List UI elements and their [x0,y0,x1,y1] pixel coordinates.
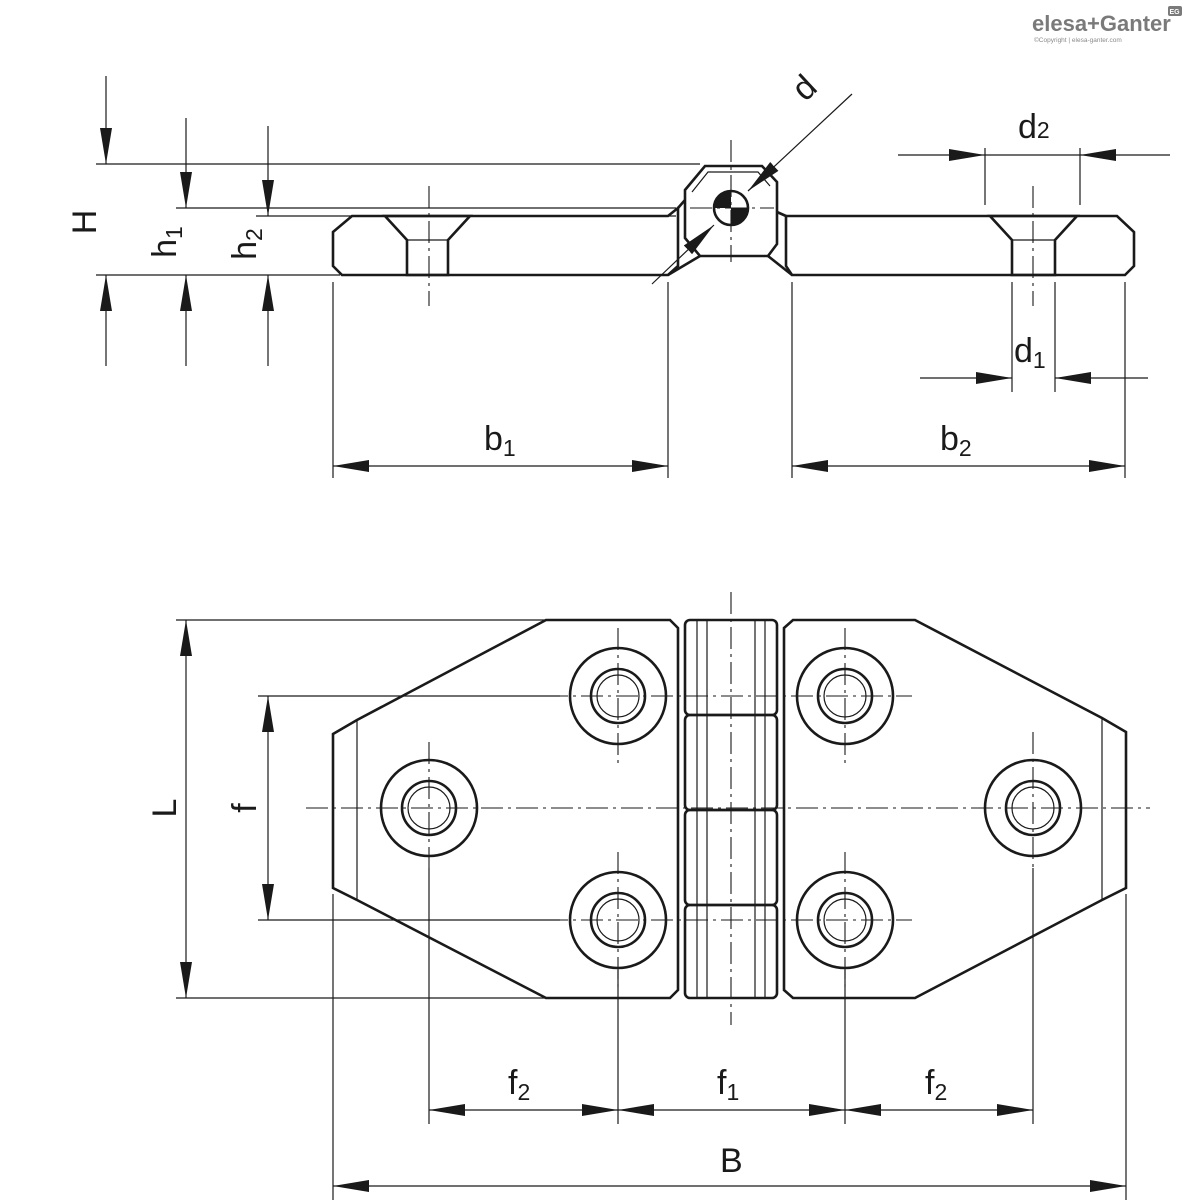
side-dimension-lines [100,76,1170,472]
right-leaf-outline [782,618,1128,1000]
label-b2: b2 [940,420,972,461]
label-f2-left: f2 [508,1064,530,1105]
plan-center-lines [306,592,1150,1025]
logo-badge-icon [1168,6,1182,16]
label-d1: d1 [1014,332,1046,373]
label-f2-right: f2 [925,1064,947,1105]
side-section-view [331,140,1136,306]
label-H: H [66,210,104,235]
left-countersink-hole [382,214,473,277]
side-extension-lines [96,148,1126,478]
plan-extension-lines [176,619,1127,1200]
logo-badge-text: EG [1170,9,1181,16]
label-d: d [785,68,825,109]
label-f: f [226,803,264,813]
left-leaf-section [331,205,680,277]
dim-d-leader-lower [651,224,715,285]
label-b1: b1 [484,420,516,461]
label-d2: d2 [1018,108,1050,146]
label-f1: f1 [717,1064,739,1105]
plan-dimension-lines [180,620,1126,1192]
right-leaf-section [784,214,1136,277]
elesa-ganter-logo: elesa+Ganter ©Copyright | elesa-ganter.c… [1032,6,1182,44]
label-B: B [720,1142,743,1180]
plan-view [306,592,1150,1025]
logo-copyright: ©Copyright | elesa-ganter.com [1034,36,1122,44]
dim-d-leader [747,93,853,192]
label-h2: h2 [226,228,267,260]
logo-wordmark: elesa+Ganter [1032,11,1171,36]
label-L: L [146,799,184,818]
dimension-labels: H h1 h2 d d2 d1 b1 b2 L f f2 f1 f2 B [66,68,1050,1180]
label-h1: h1 [146,226,187,258]
